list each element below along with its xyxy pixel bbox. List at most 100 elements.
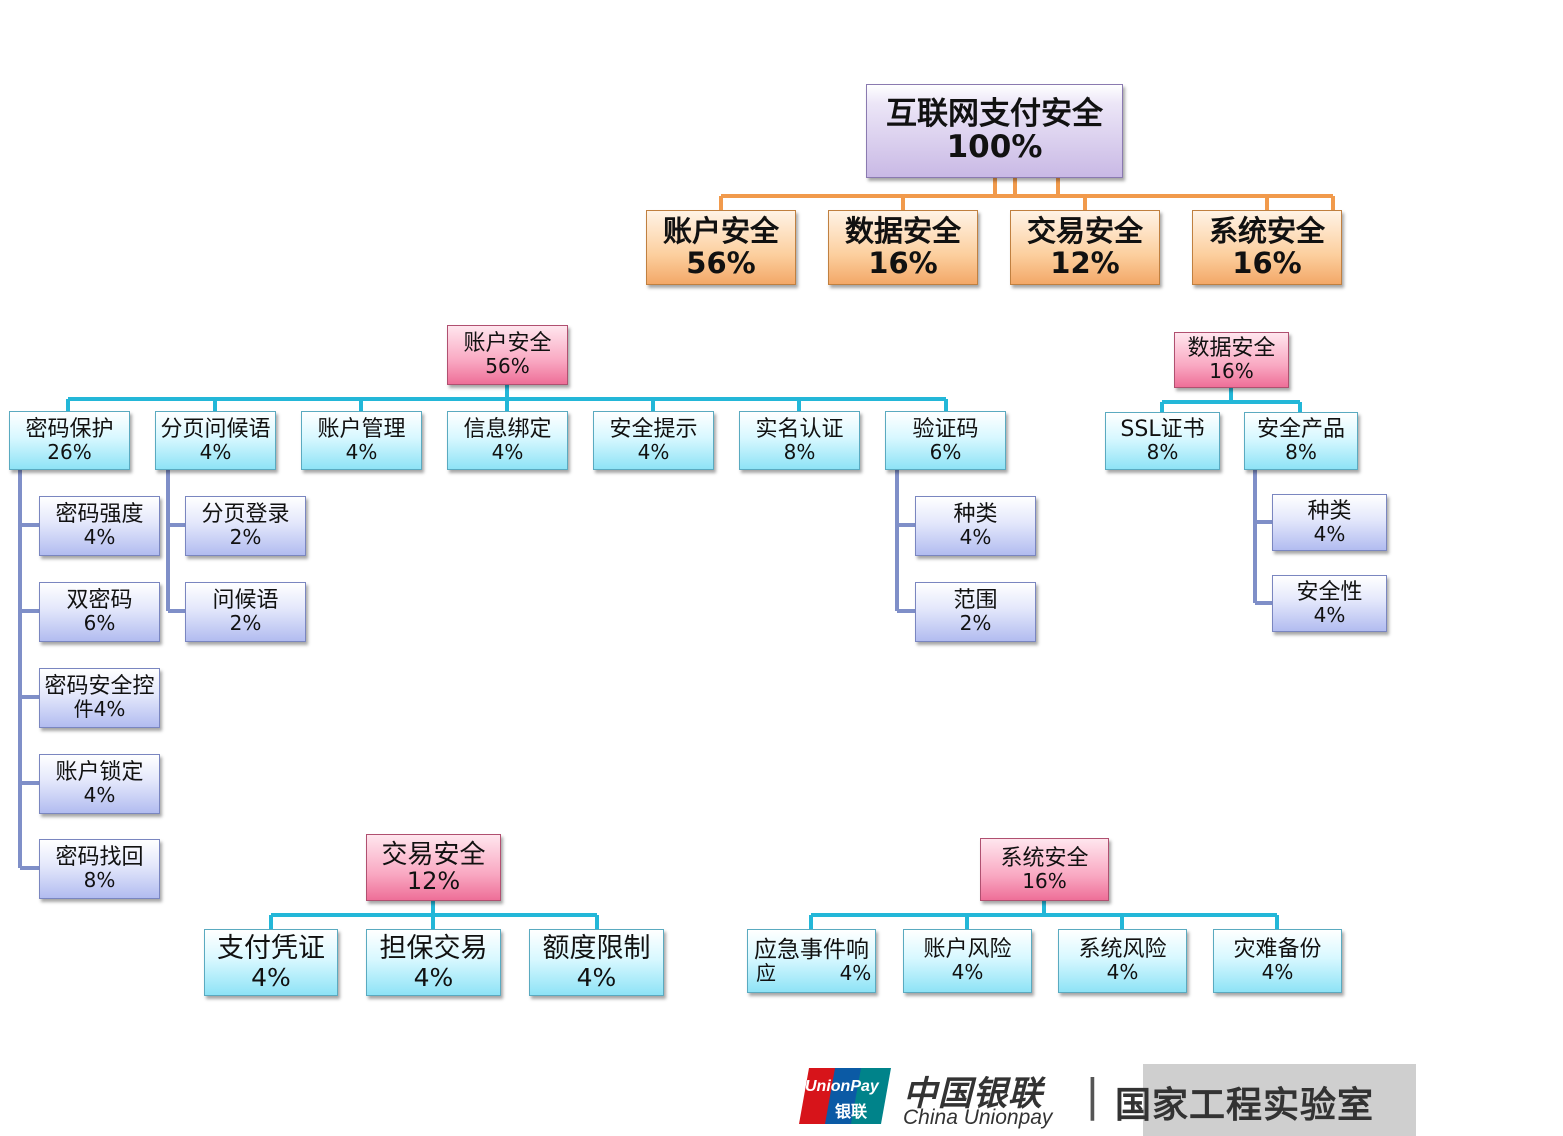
- system-child-node: 应急事件响 应 4%: [747, 929, 876, 993]
- password-child-node: 密码找回 8%: [39, 839, 160, 899]
- node-pct: 8%: [1146, 440, 1179, 465]
- account-child-node: 安全提示 4%: [593, 411, 714, 470]
- system-child-node: 账户风险 4%: [903, 929, 1032, 993]
- node-pct: 4%: [951, 960, 984, 985]
- node-pct: 16%: [1232, 245, 1302, 280]
- node-title: 分页问候语: [160, 416, 271, 442]
- trade-connectors: [269, 901, 599, 929]
- node-title: SSL证书: [1120, 417, 1205, 443]
- node-pct: 4%: [1106, 960, 1139, 985]
- node-title: 系统安全: [1208, 214, 1325, 249]
- data-security-root-node: 数据安全 16%: [1174, 332, 1289, 388]
- node-title: 账户安全: [662, 214, 779, 249]
- node-title: 应急事件响: [754, 936, 869, 963]
- footer-separator: |: [1085, 1070, 1100, 1121]
- node-title: 灾难备份: [1233, 937, 1322, 963]
- node-pct: 8%: [783, 439, 816, 464]
- node-pct: 6%: [83, 611, 116, 636]
- node-title: 实名认证: [755, 416, 844, 442]
- node-pct: 16%: [1022, 868, 1067, 893]
- top-node-trade: 交易安全 12%: [1010, 210, 1160, 285]
- node-pct: 12%: [1050, 245, 1120, 280]
- node-pct: 4%: [576, 962, 617, 992]
- node-title: 安全提示: [609, 416, 698, 442]
- password-child-node: 密码安全控 件4%: [39, 668, 160, 728]
- node-title: 密码保护: [25, 416, 114, 442]
- node-pct: 应 4%: [756, 960, 872, 985]
- node-title: 范围: [953, 588, 998, 614]
- node-pct: 56%: [485, 354, 530, 379]
- node-pct: 4%: [1313, 521, 1346, 546]
- account-child-node: 密码保护 26%: [9, 411, 130, 470]
- root-connectors: [719, 178, 1335, 210]
- node-title: 安全性: [1296, 579, 1363, 605]
- password-child-node: 账户锁定 4%: [39, 754, 160, 814]
- greeting-child-node: 问候语 2%: [185, 582, 306, 642]
- node-title: 密码安全控: [44, 674, 155, 700]
- system-root-node: 系统安全 16%: [980, 838, 1109, 901]
- node-title: 交易安全: [1026, 214, 1143, 249]
- node-title: 密码强度: [55, 502, 144, 528]
- account-child-node: 信息绑定 4%: [447, 411, 568, 470]
- node-pct: 件4%: [73, 697, 126, 722]
- password-child-node: 双密码 6%: [39, 582, 160, 642]
- node-pct: 26%: [47, 439, 92, 464]
- node-title: 账户锁定: [55, 760, 144, 786]
- system-connectors: [809, 901, 1279, 929]
- root-title: 互联网支付安全: [886, 95, 1103, 132]
- node-pct: 4%: [1313, 602, 1346, 627]
- node-pct: 8%: [83, 868, 116, 893]
- node-pct: 4%: [251, 962, 291, 992]
- node-pct: 6%: [929, 439, 962, 464]
- node-title: 额度限制: [542, 933, 651, 965]
- system-child-node: 系统风险 4%: [1058, 929, 1187, 993]
- node-pct: 56%: [686, 245, 756, 280]
- lab-name: 国家工程实验室: [1115, 1085, 1375, 1126]
- node-pct: 4%: [83, 525, 116, 550]
- node-title: 双密码: [66, 588, 133, 614]
- node-title: 种类: [953, 502, 998, 528]
- node-title: 账户风险: [923, 937, 1012, 963]
- account-child-node: 验证码 6%: [885, 411, 1006, 470]
- node-pct: 4%: [959, 525, 992, 550]
- node-title: 密码找回: [55, 845, 144, 871]
- system-child-node: 灾难备份 4%: [1213, 929, 1342, 993]
- trade-child-node: 支付凭证 4%: [204, 929, 338, 996]
- brand-en: China Unionpay: [903, 1106, 1053, 1129]
- node-title: 交易安全: [381, 839, 486, 870]
- account-child-node: 账户管理 4%: [301, 411, 422, 470]
- captcha-child-node: 范围 2%: [915, 582, 1036, 642]
- data-security-connectors: [1160, 388, 1302, 412]
- node-title: 系统安全: [1000, 845, 1089, 871]
- data-security-child-node: 安全产品 8%: [1244, 412, 1358, 470]
- account-connectors: [66, 385, 948, 411]
- unionpay-logo-mark: [799, 1068, 891, 1124]
- node-pct: 16%: [868, 245, 938, 280]
- brand-cn: 中国银联: [903, 1074, 1043, 1114]
- trade-root-node: 交易安全 12%: [366, 834, 501, 901]
- node-pct: 4%: [413, 962, 454, 992]
- node-title: 安全产品: [1256, 417, 1345, 443]
- root-pct: 100%: [946, 129, 1043, 165]
- logo-text-top: UnionPay: [805, 1078, 879, 1095]
- node-title: 问候语: [212, 588, 279, 614]
- node-pct: 4%: [637, 439, 670, 464]
- node-title: 账户管理: [317, 416, 406, 442]
- product-child-node: 安全性 4%: [1272, 575, 1387, 632]
- node-title: 支付凭证: [217, 933, 325, 965]
- top-node-account: 账户安全 56%: [646, 210, 796, 285]
- node-pct: 4%: [491, 439, 524, 464]
- root-node: 互联网支付安全 100%: [866, 84, 1123, 178]
- subtree-connectors: [18, 470, 1273, 870]
- node-title: 担保交易: [379, 933, 488, 965]
- node-title: 验证码: [912, 416, 979, 442]
- node-title: 分页登录: [201, 502, 290, 528]
- unionpay-logo: UnionPay 银联: [795, 1064, 895, 1128]
- captcha-child-node: 种类 4%: [915, 496, 1036, 556]
- lab-banner: 国家工程实验室: [1115, 1064, 1416, 1136]
- node-pct: 2%: [959, 611, 992, 636]
- data-security-child-node: SSL证书 8%: [1105, 412, 1220, 470]
- account-root-node: 账户安全 56%: [447, 325, 568, 385]
- node-title: 账户安全: [463, 331, 552, 357]
- node-pct: 2%: [229, 525, 262, 550]
